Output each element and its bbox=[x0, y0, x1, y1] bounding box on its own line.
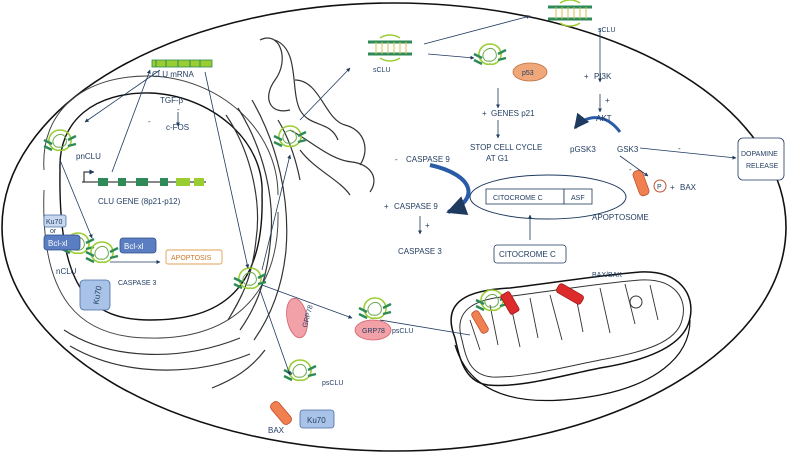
bak-shape-mito bbox=[500, 291, 520, 315]
golgi-apparatus bbox=[259, 37, 375, 196]
caspase9-label-bottom: CASPASE 9 bbox=[394, 202, 438, 211]
bax-shape-right bbox=[632, 169, 650, 197]
bax-bak-shape bbox=[556, 283, 584, 305]
nclu-label: nCLU bbox=[56, 267, 77, 276]
plus-bax: + bbox=[670, 183, 675, 192]
sclu-label-1: sCLU bbox=[373, 67, 391, 74]
citocrome-c-label: CITOCROME C bbox=[493, 195, 543, 202]
apoptosome-label: APOPTOSOME bbox=[592, 213, 649, 222]
bax-shape-mito bbox=[471, 310, 489, 334]
plus-genes: + bbox=[482, 109, 487, 118]
apoptosis-box bbox=[165, 249, 223, 265]
citocrome-c-lower-label: CITOCROME C bbox=[499, 250, 556, 259]
bax-label-bottom: BAX bbox=[268, 426, 285, 435]
ku70-large-label: Ku70 bbox=[91, 285, 103, 306]
cfos-minus: - bbox=[148, 117, 151, 126]
caspase3-nuclear-label: CASPASE 3 bbox=[118, 280, 156, 287]
pgsk3-label: pGSK3 bbox=[570, 145, 596, 154]
pi3k-label: PI3K bbox=[594, 72, 612, 81]
clu-mrna-bar bbox=[151, 59, 213, 68]
gsk3-label: GSK3 bbox=[617, 145, 639, 154]
plus-pi3k: + bbox=[584, 72, 589, 81]
asf-box bbox=[563, 188, 593, 205]
cfos-label: c-FOS bbox=[166, 123, 189, 132]
dopamine-label-1: DOPAMINE bbox=[741, 151, 778, 158]
plus-caspase3: + bbox=[425, 221, 430, 230]
asf-label: ASF bbox=[571, 195, 585, 202]
tgf-minus: - bbox=[177, 105, 180, 114]
nucleus bbox=[43, 75, 279, 339]
ku70-label-nucleus: Ku70 bbox=[46, 219, 62, 226]
ku70-box-large bbox=[79, 279, 111, 311]
bclxl-label-left: Bcl-xl bbox=[48, 239, 68, 248]
grp78-ellipse-er bbox=[286, 297, 308, 339]
or-label: or bbox=[50, 228, 57, 235]
sclu-label-2: sCLU bbox=[598, 27, 616, 34]
pnclu-label: pnCLU bbox=[76, 152, 101, 161]
apoptosis-label: APOPTOSIS bbox=[171, 255, 212, 262]
dopamine-label-2: RELEASE bbox=[746, 163, 779, 170]
minus-bax: - bbox=[629, 165, 632, 174]
psclu-label-1: psCLU bbox=[392, 328, 413, 335]
citocrome-c-box-lower bbox=[493, 244, 567, 264]
clu-mrna-label: CLU mRNA bbox=[152, 70, 194, 79]
ku70-label-bottom: Ku70 bbox=[307, 416, 326, 425]
psclu-label-2: psCLU bbox=[322, 380, 343, 387]
tgf-beta-label: TGF-β bbox=[160, 96, 184, 105]
phospho-circle bbox=[653, 179, 667, 193]
at-g1-label: AT G1 bbox=[486, 154, 509, 163]
endoplasmic-reticulum bbox=[63, 99, 288, 389]
bclxl-box-left bbox=[43, 234, 81, 251]
apoptosome-ellipse bbox=[469, 174, 627, 220]
grp78-label-psclu: GRP78 bbox=[362, 328, 385, 335]
bax-bak-label: BAX/BAK bbox=[592, 272, 622, 279]
plus-caspase9: + bbox=[384, 202, 389, 211]
bax-plus-label: BAX bbox=[680, 183, 697, 192]
minus-dopamine: - bbox=[678, 144, 681, 153]
bax-shape-bottom bbox=[270, 401, 292, 425]
plus-akt: + bbox=[605, 96, 610, 105]
clu-gene-label: CLU GENE (8p21-p12) bbox=[98, 197, 181, 206]
p53-ellipse bbox=[512, 62, 548, 82]
bclxl-label-right: Bcl-xl bbox=[124, 242, 144, 251]
stop-cell-cycle-label: STOP CELL CYCLE bbox=[470, 143, 542, 152]
dopamine-box bbox=[737, 137, 785, 181]
minus-caspase9: - bbox=[395, 155, 398, 164]
phospho-label: P bbox=[657, 184, 662, 191]
caspase3-label: CASPASE 3 bbox=[398, 247, 442, 256]
grp78-ellipse-psclu bbox=[354, 319, 392, 341]
genes-p21-label: GENES p21 bbox=[491, 109, 535, 118]
bclxl-box-right bbox=[119, 237, 157, 254]
arrows bbox=[59, 14, 737, 376]
ku70-box-nucleus bbox=[43, 214, 67, 228]
akt-label: AKT bbox=[596, 114, 612, 123]
ku70-box-bottom bbox=[299, 409, 335, 429]
p53-label: p53 bbox=[522, 70, 534, 77]
clu-gene-bar bbox=[82, 169, 206, 186]
caspase9-label-top: CASPASE 9 bbox=[406, 155, 450, 164]
